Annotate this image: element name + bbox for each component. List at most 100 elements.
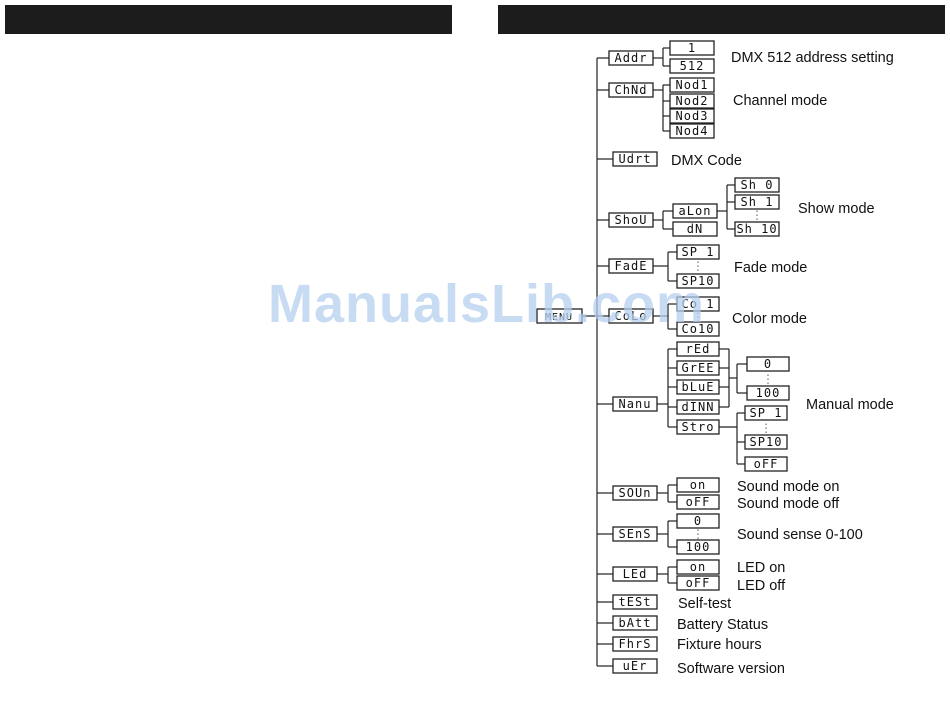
lcd-chnd-2 bbox=[669, 93, 715, 109]
svg-text:⋮: ⋮ bbox=[692, 259, 704, 273]
watermark: ManualsLib.com bbox=[268, 274, 706, 334]
label-channel-mode: Channel mode bbox=[733, 93, 827, 109]
lcd-show-1 bbox=[734, 194, 780, 210]
svg-text:⋮: ⋮ bbox=[692, 310, 704, 324]
lcd-ver bbox=[612, 658, 658, 674]
svg-text:⋮: ⋮ bbox=[692, 527, 704, 541]
lcd-led-opt-1: on bbox=[690, 560, 706, 574]
header-bar-left bbox=[5, 5, 452, 34]
lcd-color-opt-2: Co10 bbox=[682, 322, 715, 336]
lcd-show bbox=[608, 212, 654, 228]
lcd-sense-opt-2: 100 bbox=[686, 540, 711, 554]
lcd-root bbox=[536, 308, 583, 324]
lcd-chnd-opt-1: Nod1 bbox=[676, 78, 709, 92]
lcd-manual-text: Nanu bbox=[619, 397, 652, 411]
lcd-addr-1 bbox=[669, 40, 715, 56]
lcd-batt-text: bAtt bbox=[619, 616, 652, 630]
lcd-batt bbox=[612, 615, 658, 631]
ellipsis-dots: ⋮ ⋮ ⋮ ⋮ ⋮ ⋮ bbox=[692, 208, 774, 541]
lcd-sound-opt-2: oFF bbox=[686, 495, 711, 509]
lcd-show-text: ShoU bbox=[615, 213, 648, 227]
lcd-manual-sub-3: bLuE bbox=[682, 380, 715, 394]
label-address: DMX 512 address setting bbox=[731, 50, 894, 66]
lcd-show-sub-2: dN bbox=[687, 222, 703, 236]
lcd-led bbox=[612, 566, 658, 582]
label-sound-sense: Sound sense 0-100 bbox=[737, 527, 863, 543]
lcd-chnd-opt-3: Nod3 bbox=[676, 109, 709, 123]
lcd-led-opt-2: oFF bbox=[686, 576, 711, 590]
label-battery-status: Battery Status bbox=[677, 617, 768, 633]
label-sound-on: Sound mode on bbox=[737, 479, 839, 495]
lcd-show-opt-2: Sh 1 bbox=[741, 195, 774, 209]
lcd-sound-opt-1: on bbox=[690, 478, 706, 492]
lcd-manual-level-100 bbox=[746, 385, 790, 401]
lcd-show-sub-1: aLon bbox=[679, 204, 712, 218]
lcd-addr bbox=[608, 50, 654, 66]
lcd-show-0 bbox=[734, 177, 780, 193]
lcd-sense-opt-1: 0 bbox=[694, 514, 702, 528]
lcd-manual-sub-5: Stro bbox=[682, 420, 715, 434]
lcd-strobe-1 bbox=[744, 405, 788, 421]
lcd-sense-0 bbox=[676, 513, 720, 529]
lcd-led-on bbox=[676, 559, 720, 575]
lcd-manual-level-1: 0 bbox=[764, 357, 772, 371]
lcd-sound-on bbox=[676, 477, 720, 493]
label-dmx-code: DMX Code bbox=[671, 153, 742, 169]
lcd-sound-off bbox=[676, 494, 720, 510]
header-bar-right bbox=[498, 5, 945, 34]
lcd-strobe-off bbox=[744, 456, 788, 472]
lcd-chnd-text: ChNd bbox=[615, 83, 648, 97]
lcd-strobe-opt-2: SP10 bbox=[750, 435, 783, 449]
lcd-manual-green bbox=[676, 360, 720, 376]
svg-text:⋮: ⋮ bbox=[760, 421, 772, 435]
lcd-manual-level-0 bbox=[746, 356, 790, 372]
lcd-chnd-3 bbox=[669, 108, 715, 124]
lcd-sense bbox=[612, 526, 658, 542]
lcd-sense-100 bbox=[676, 539, 720, 555]
lcd-led-off bbox=[676, 575, 720, 591]
lcd-root-text: MENU bbox=[545, 312, 573, 323]
lcd-addr-text: Addr bbox=[615, 51, 648, 65]
lcd-color-10 bbox=[676, 321, 720, 337]
lcd-manual-red bbox=[676, 341, 720, 357]
svg-text:⋮: ⋮ bbox=[762, 372, 774, 386]
lcd-show-10 bbox=[734, 221, 780, 237]
lcd-manual-strobe bbox=[676, 419, 720, 435]
lcd-manual-level-2: 100 bbox=[756, 386, 781, 400]
lcd-manual-dimmer bbox=[676, 399, 720, 415]
lcd-chnd bbox=[608, 82, 654, 98]
label-fixture-hours: Fixture hours bbox=[677, 637, 762, 653]
lcd-test-text: tESt bbox=[619, 595, 652, 609]
lcd-show-alon bbox=[672, 203, 718, 219]
lcd-strobe-10 bbox=[744, 434, 788, 450]
lcd-color-opt-1: Co 1 bbox=[682, 297, 715, 311]
lcd-code-boxes bbox=[536, 40, 790, 674]
lcd-sense-text: SEnS bbox=[619, 527, 652, 541]
lcd-sound bbox=[612, 485, 658, 501]
label-sound-off: Sound mode off bbox=[737, 496, 840, 512]
lcd-test bbox=[612, 594, 658, 610]
lcd-strobe-opt-3: oFF bbox=[754, 457, 779, 471]
svg-text:⋮: ⋮ bbox=[751, 208, 763, 222]
lcd-show-opt-1: Sh 0 bbox=[741, 178, 774, 192]
lcd-color bbox=[608, 308, 654, 324]
lcd-sound-text: SOUn bbox=[619, 486, 652, 500]
lcd-hours-text: FhrS bbox=[619, 637, 652, 651]
lcd-show-opt-3: Sh 10 bbox=[736, 222, 777, 236]
lcd-manual-blue bbox=[676, 379, 720, 395]
lcd-chnd-opt-2: Nod2 bbox=[676, 94, 709, 108]
connector-lines bbox=[582, 47, 747, 667]
label-show-mode: Show mode bbox=[798, 201, 875, 217]
lcd-udrt-text: Udrt bbox=[619, 152, 652, 166]
lcd-ver-text: uEr bbox=[623, 659, 648, 673]
lcd-fade bbox=[608, 258, 654, 274]
lcd-color-1 bbox=[676, 296, 720, 312]
lcd-led-text: LEd bbox=[623, 567, 648, 581]
lcd-manual-sub-1: rEd bbox=[686, 342, 711, 356]
lcd-fade-1 bbox=[676, 244, 720, 260]
lcd-chnd-4 bbox=[669, 123, 715, 139]
label-software-version: Software version bbox=[677, 661, 785, 677]
lcd-fade-text: FadE bbox=[615, 259, 648, 273]
label-manual-mode: Manual mode bbox=[806, 397, 894, 413]
